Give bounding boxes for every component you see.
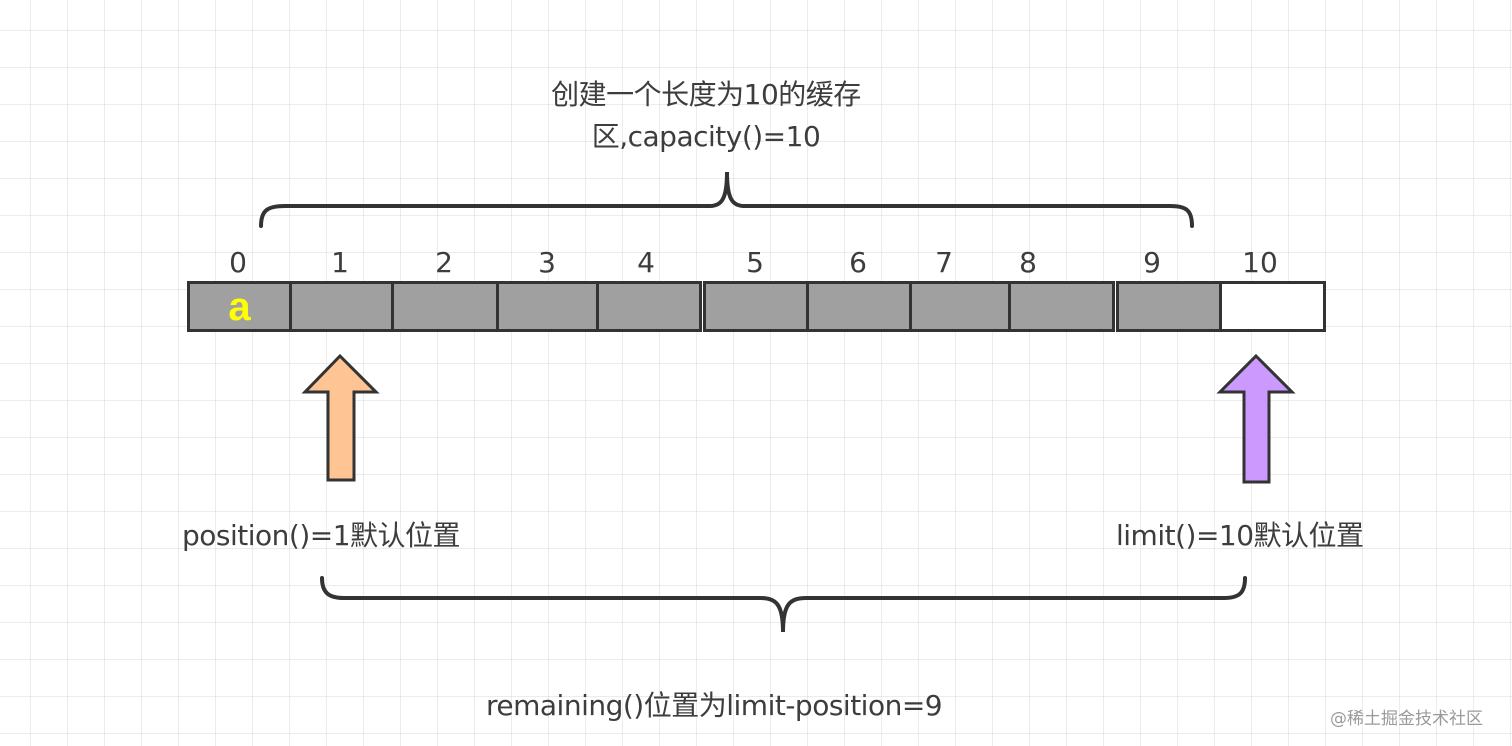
capacity-caption: 创建一个长度为10的缓存 区,capacity()=10 bbox=[456, 74, 956, 158]
remaining-brace bbox=[320, 576, 1247, 633]
buffer-cell-5 bbox=[703, 281, 809, 332]
index-label: 1 bbox=[331, 246, 349, 279]
index-label: 2 bbox=[435, 246, 453, 279]
position-arrow-icon bbox=[301, 353, 380, 482]
index-label: 9 bbox=[1143, 246, 1161, 279]
buffer-cell-4 bbox=[596, 281, 702, 332]
buffer-cell-1 bbox=[289, 281, 394, 332]
watermark: @稀土掘金技术社区 bbox=[1330, 709, 1483, 729]
index-label: 3 bbox=[538, 246, 556, 279]
buffer-cell-0: a bbox=[187, 281, 292, 332]
index-label: 5 bbox=[746, 246, 764, 279]
index-label: 7 bbox=[935, 246, 953, 279]
buffer-cell-10 bbox=[1219, 281, 1326, 332]
index-label: 10 bbox=[1242, 246, 1278, 279]
index-label: 0 bbox=[229, 246, 247, 279]
buffer-cell-8 bbox=[1008, 281, 1115, 332]
cell-value: a bbox=[228, 285, 251, 329]
limit-arrow-icon bbox=[1216, 353, 1296, 484]
index-label: 6 bbox=[849, 246, 867, 279]
index-label: 4 bbox=[637, 246, 655, 279]
capacity-caption-line-1: 创建一个长度为10的缓存 bbox=[551, 78, 861, 111]
buffer-cell-7 bbox=[909, 281, 1011, 332]
remaining-label: remaining()位置为limit-position=9 bbox=[486, 689, 943, 722]
buffer-cell-2 bbox=[391, 281, 499, 332]
position-label: position()=1默认位置 bbox=[182, 519, 461, 552]
buffer-cell-9 bbox=[1116, 281, 1222, 332]
buffer-cell-6 bbox=[806, 281, 912, 332]
buffer-cell-3 bbox=[496, 281, 599, 332]
index-label: 8 bbox=[1019, 246, 1037, 279]
capacity-caption-line-2: 区,capacity()=10 bbox=[591, 120, 821, 153]
limit-label: limit()=10默认位置 bbox=[1116, 519, 1364, 552]
